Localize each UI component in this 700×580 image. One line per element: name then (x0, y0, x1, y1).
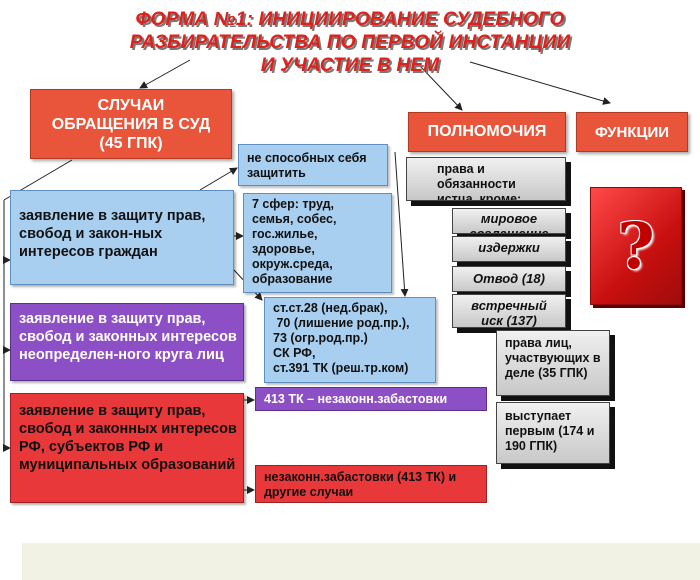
arrow-title-cases (139, 59, 191, 89)
unable-box: не способных себя защитить (238, 144, 388, 186)
strike-other-box: незаконн.забастовки (413 ТК) и другие сл… (255, 465, 487, 503)
cases-header-line-3: (45 ГПК) (99, 134, 163, 152)
page-title: ФОРМА №1: ИНИЦИИРОВАНИЕ СУДЕБНОГО РАЗБИР… (20, 8, 680, 77)
question-mark-icon: ? (617, 208, 655, 284)
title-line-3: И УЧАСТИЕ В НЕМ (260, 55, 440, 76)
settlement-box: мировое соглашение (452, 208, 566, 234)
spheres-line-4: здоровье, (252, 242, 315, 256)
articles-line-5: ст.391 ТК (реш.тр.ком) (273, 361, 409, 375)
arrow-citizens-unable (199, 167, 238, 191)
arrow-powers-down (394, 151, 409, 297)
question-block: ? (590, 187, 682, 305)
spheres-line-2: семья, собес, (252, 212, 337, 226)
rights-box: права и обязанности истца, кроме: (406, 157, 566, 201)
spheres-line-1: 7 сфер: труд, (252, 197, 335, 211)
powers-header: ПОЛНОМОЧИЯ (408, 112, 566, 152)
cases-header-line-2: ОБРАЩЕНИЯ В СУД (51, 115, 211, 133)
claim-unlimited-box: заявление в защиту прав, свобод и законн… (10, 303, 244, 381)
arrow-title-powers (419, 65, 463, 111)
articles-box: ст.ст.28 (нед.брак), 70 (лишение род.пр.… (264, 297, 436, 383)
arrow-title-functions (469, 61, 611, 105)
claim-citizens-box: заявление в защиту прав, свобод и закон-… (10, 190, 234, 285)
spheres-line-6: образование (252, 272, 333, 286)
counterclaim-box: встречный иск (137) (452, 294, 566, 328)
claim-rf-box: заявление в защиту прав, свобод и законн… (10, 393, 244, 503)
title-line-2: РАЗБИРАТЕЛЬСТВА ПО ПЕРВОЙ ИНСТАНЦИИ (129, 32, 571, 53)
articles-line-4: СК РФ, (273, 346, 316, 360)
cases-header: СЛУЧАИ ОБРАЩЕНИЯ В СУД (45 ГПК) (30, 89, 232, 159)
articles-line-3: 73 (огр.род.пр.) (273, 331, 368, 345)
cases-header-line-1: СЛУЧАИ (97, 96, 165, 114)
title-line-1: ФОРМА №1: ИНИЦИИРОВАНИЕ СУДЕБНОГО (135, 9, 565, 30)
strike-413-box: 413 ТК – незаконн.забастовки (255, 387, 487, 411)
spheres-box: 7 сфер: труд, семья, собес, гос.жилье, з… (243, 193, 392, 293)
costs-box: издержки (452, 236, 566, 262)
bottom-bar (22, 543, 700, 580)
articles-line-2: 70 (лишение род.пр.), (273, 316, 410, 330)
speaks-first-box: выступает первым (174 и 190 ГПК) (496, 402, 610, 464)
spheres-line-3: гос.жилье, (252, 227, 318, 241)
participants-box: права лиц, участвующих в деле (35 ГПК) (496, 330, 610, 396)
challenge-box: Отвод (18) (452, 266, 566, 292)
spheres-line-5: окруж.среда, (252, 257, 333, 271)
functions-header: ФУНКЦИИ (576, 112, 688, 152)
articles-line-1: ст.ст.28 (нед.брак), (273, 301, 388, 315)
